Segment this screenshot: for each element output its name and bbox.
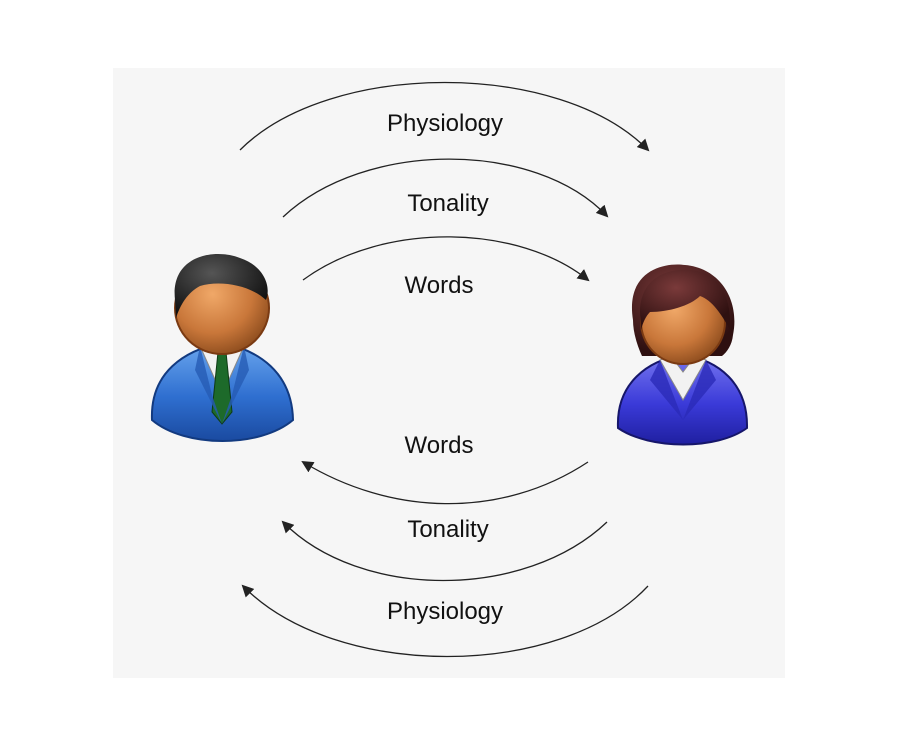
label-outgoing-words: Words xyxy=(405,272,474,299)
arc-incoming-words xyxy=(301,460,589,505)
label-incoming-tonality: Tonality xyxy=(407,516,488,543)
arc-incoming-physiology xyxy=(241,584,649,658)
label-incoming-physiology: Physiology xyxy=(387,598,503,625)
male-person-icon xyxy=(150,254,295,442)
label-outgoing-physiology: Physiology xyxy=(387,110,503,137)
female-person-icon xyxy=(616,264,749,446)
label-incoming-words: Words xyxy=(405,432,474,459)
arc-incoming-tonality xyxy=(281,520,608,582)
arc-outgoing-tonality xyxy=(282,158,609,218)
label-outgoing-tonality: Tonality xyxy=(407,190,488,217)
arc-outgoing-words xyxy=(302,236,590,282)
arc-outgoing-physiology xyxy=(239,81,650,152)
